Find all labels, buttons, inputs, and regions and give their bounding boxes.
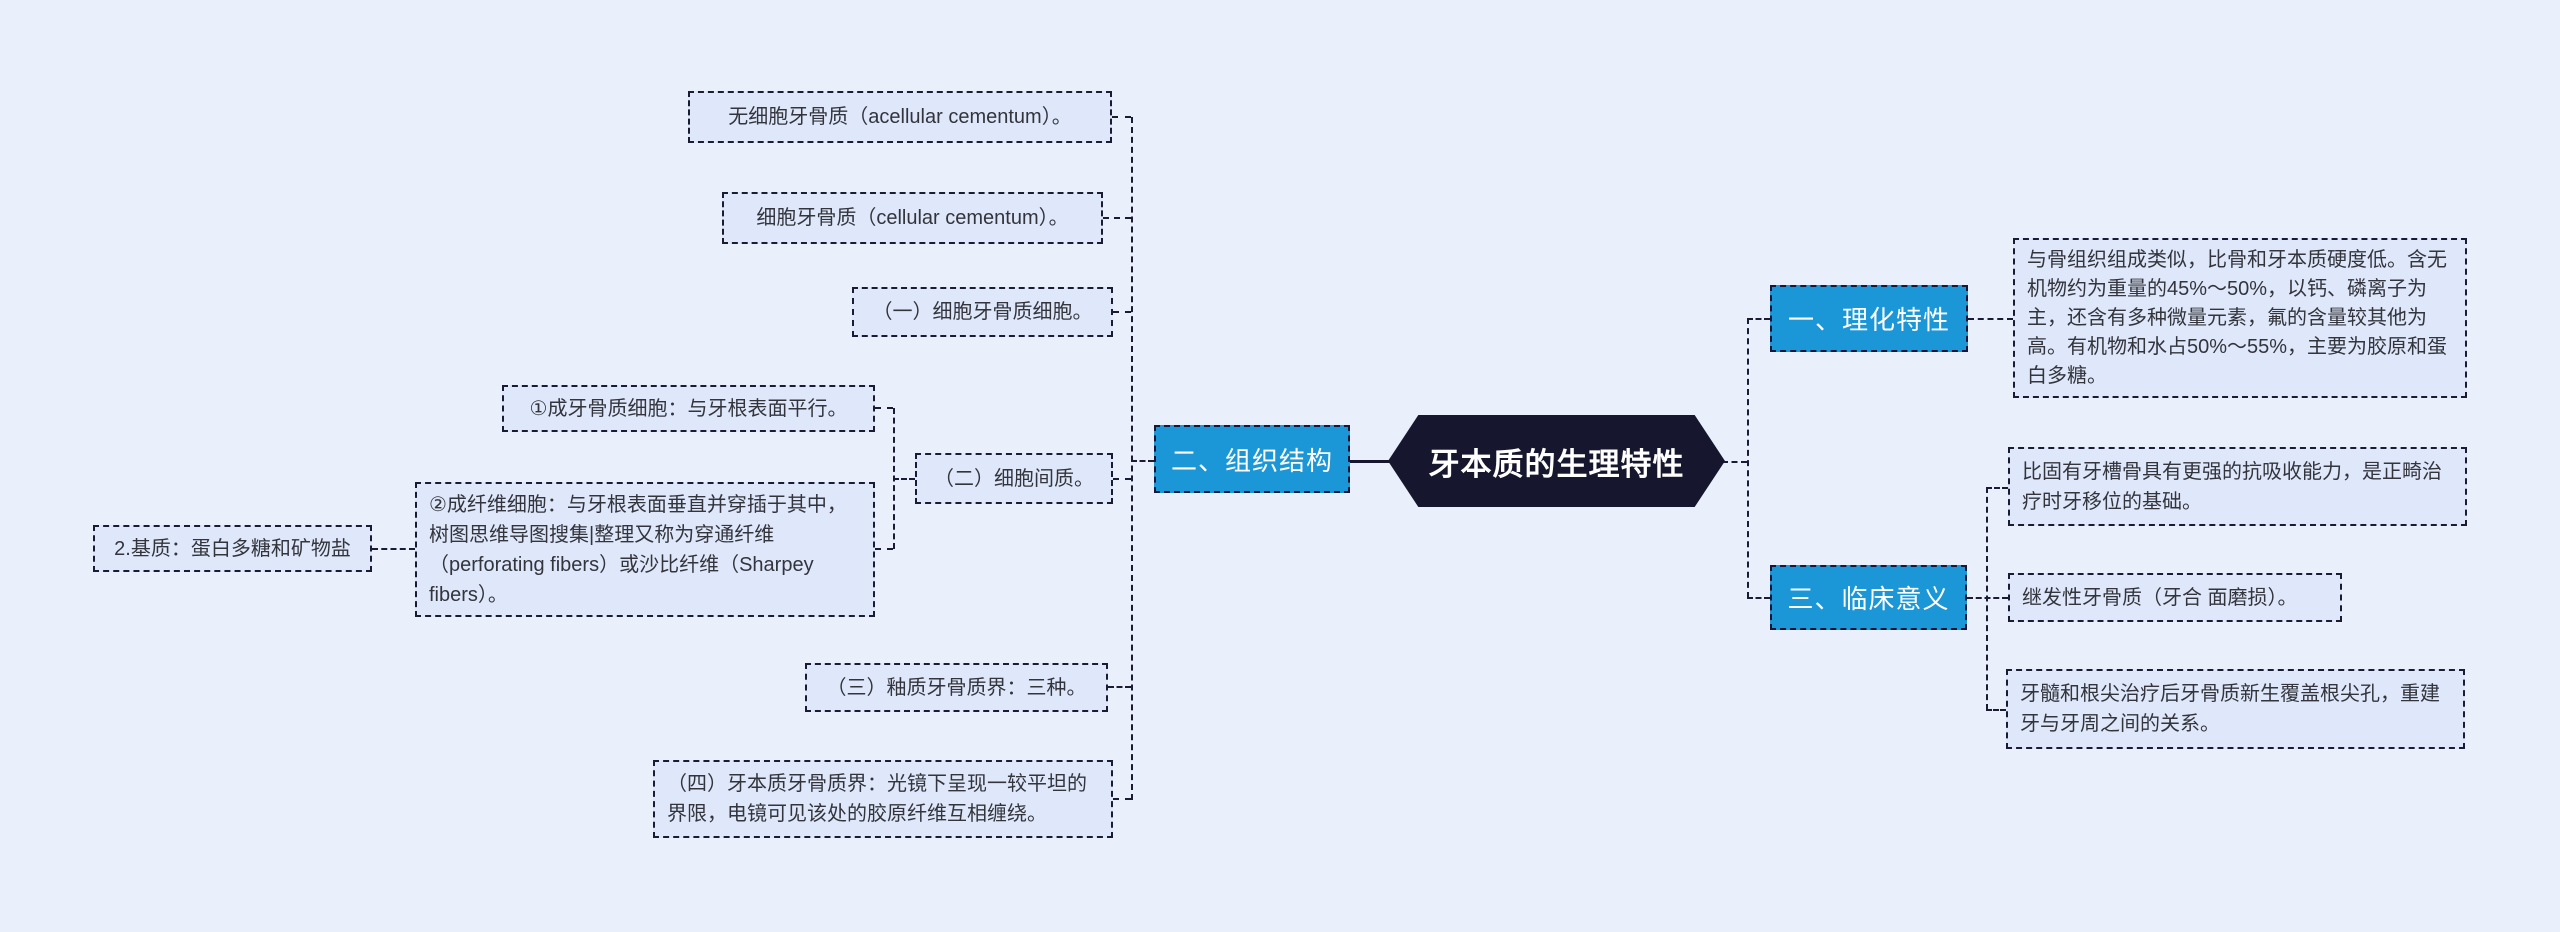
leaf-node-label: 继发性牙骨质（牙合 面磨损）。: [2022, 586, 2298, 609]
leaf-node-intercellular-substance[interactable]: （二）细胞间质。: [915, 453, 1113, 504]
connector-line: [1131, 117, 1133, 800]
leaf-node-label: 牙髓和根尖治疗后牙骨质新生覆盖根尖孔，重建牙与牙周之间的关系。: [2020, 683, 2440, 735]
leaf-node-label: 无细胞牙骨质（acellular cementum）。: [728, 106, 1072, 128]
leaf-node-cellular-cementum[interactable]: 细胞牙骨质（cellular cementum）。: [722, 192, 1103, 244]
connector-line: [1112, 116, 1131, 118]
branch-node-tissue-structure[interactable]: 二、组织结构: [1154, 425, 1350, 493]
connector-line: [1747, 318, 1749, 598]
root-node-dentin-properties[interactable]: 牙本质的生理特性: [1388, 415, 1725, 507]
leaf-node-label: 比固有牙槽骨具有更强的抗吸收能力，是正畸治疗时牙移位的基础。: [2022, 460, 2442, 513]
connector-line: [1986, 487, 2008, 489]
connector-line: [1131, 460, 1154, 462]
leaf-node-cementocytes[interactable]: （一）细胞牙骨质细胞。: [852, 287, 1113, 337]
connector-line: [1968, 318, 2013, 320]
leaf-node-label: （四）牙本质牙骨质界：光镜下呈现一较平坦的界限，电镜可见该处的胶原纤维互相缠绕。: [667, 773, 1087, 825]
connector-line: [1113, 478, 1131, 480]
leaf-node-secondary-cementum[interactable]: 继发性牙骨质（牙合 面磨损）。: [2008, 573, 2342, 622]
branch-node-label: 二、组织结构: [1170, 445, 1333, 476]
leaf-node-enamel-cementum-junction[interactable]: （三）釉质牙骨质界：三种。: [805, 663, 1108, 712]
connector-line: [1108, 686, 1131, 688]
leaf-node-label: 2.基质：蛋白多糖和矿物盐: [114, 537, 351, 560]
connector-line: [1722, 461, 1747, 463]
connector-line: [875, 407, 893, 409]
connector-line: [1347, 460, 1392, 463]
leaf-node-dentin-cementum-junction[interactable]: （四）牙本质牙骨质界：光镜下呈现一较平坦的界限，电镜可见该处的胶原纤维互相缠绕。: [653, 760, 1113, 838]
leaf-node-label: 与骨组织组成类似，比骨和牙本质硬度低。含无机物约为重量的45%～50%，以钙、磷…: [2027, 248, 2448, 387]
branch-node-label: 一、理化特性: [1787, 305, 1950, 335]
leaf-node-resorption-resistance[interactable]: 比固有牙槽骨具有更强的抗吸收能力，是正畸治疗时牙移位的基础。: [2008, 447, 2467, 526]
branch-node-clinical-significance[interactable]: 三、临床意义: [1770, 565, 1967, 630]
leaf-node-label: （三）釉质牙骨质界：三种。: [826, 676, 1087, 699]
connector-line: [893, 478, 915, 480]
leaf-node-label: 细胞牙骨质（cellular cementum）。: [756, 207, 1069, 229]
connector-line: [1986, 709, 2006, 711]
leaf-node-physicochemical-detail[interactable]: 与骨组织组成类似，比骨和牙本质硬度低。含无机物约为重量的45%～50%，以钙、磷…: [2013, 238, 2467, 398]
branch-node-label: 三、临床意义: [1787, 584, 1950, 614]
connector-line: [372, 548, 415, 550]
connector-line: [875, 548, 893, 550]
connector-line: [1967, 597, 2008, 599]
leaf-node-cementoblasts[interactable]: ①成牙骨质细胞：与牙根表面平行。: [502, 385, 875, 432]
connector-line: [1103, 217, 1131, 219]
leaf-node-matrix[interactable]: 2.基质：蛋白多糖和矿物盐: [93, 525, 372, 572]
leaf-node-fibroblasts[interactable]: ②成纤维细胞：与牙根表面垂直并穿插于其中，树图思维导图搜集|整理又称为穿通纤维（…: [415, 482, 875, 617]
branch-node-physicochemical[interactable]: 一、理化特性: [1770, 285, 1968, 352]
connector-line: [1747, 597, 1770, 599]
connector-line: [1113, 311, 1131, 313]
connector-line: [1747, 318, 1770, 320]
leaf-node-label: （一）细胞牙骨质细胞。: [872, 301, 1093, 323]
leaf-node-label: ②成纤维细胞：与牙根表面垂直并穿插于其中，树图思维导图搜集|整理又称为穿通纤维（…: [429, 493, 847, 606]
leaf-node-label: ①成牙骨质细胞：与牙根表面平行。: [529, 397, 848, 420]
leaf-node-acellular-cementum[interactable]: 无细胞牙骨质（acellular cementum）。: [688, 91, 1112, 143]
leaf-node-apical-repair[interactable]: 牙髓和根尖治疗后牙骨质新生覆盖根尖孔，重建牙与牙周之间的关系。: [2006, 669, 2465, 749]
root-node-label: 牙本质的生理特性: [1428, 446, 1685, 482]
connector-line: [1113, 798, 1131, 800]
leaf-node-label: （二）细胞间质。: [934, 467, 1094, 490]
